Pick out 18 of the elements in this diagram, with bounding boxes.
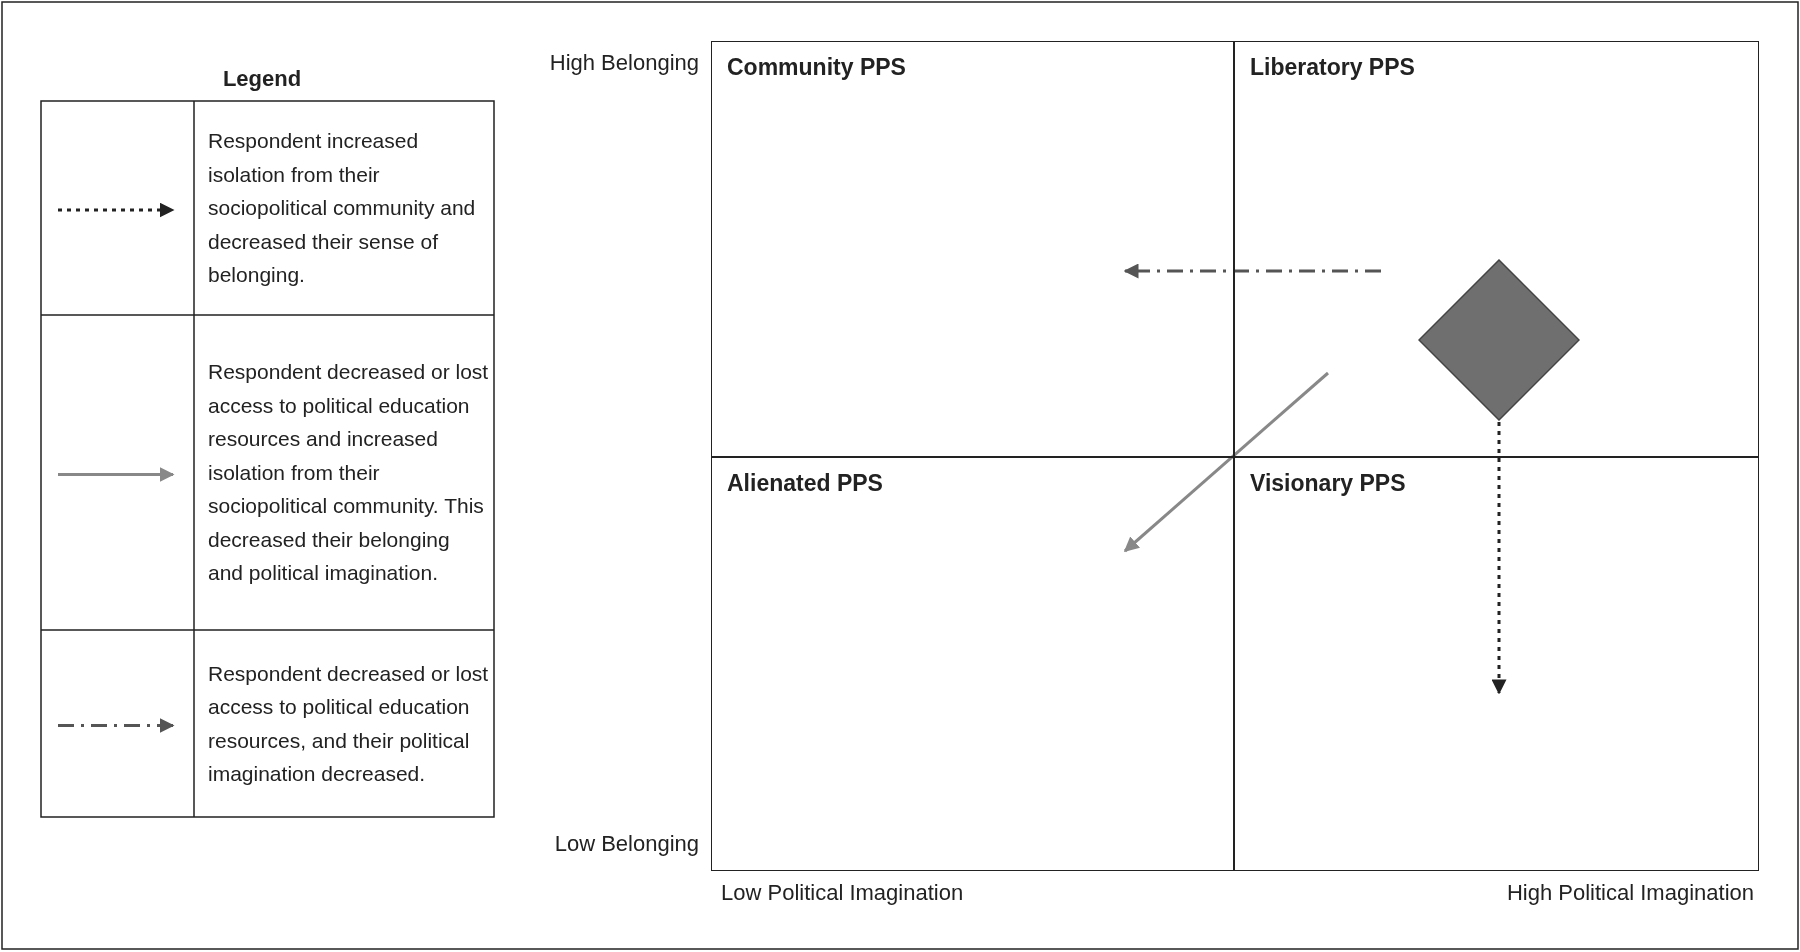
quadrant-panel bbox=[1234, 457, 1759, 871]
arrow bbox=[1491, 422, 1507, 695]
axis-label: Low Belonging bbox=[554, 831, 699, 857]
legend-text: Respondent decreased or lost access to political education resources and increased isolation from their sociopolitical community. This decreased their belonging and political imagination. bbox=[208, 359, 490, 587]
axis-label: High Political Imagination bbox=[1506, 880, 1754, 906]
axis-label: High Belonging bbox=[549, 50, 699, 76]
quadrant-title: Visionary PPS bbox=[1250, 470, 1406, 497]
quadrant-panel bbox=[711, 457, 1234, 871]
legend-text: Respondent increased isolation from their sociopolitical community and decreased their sense of belonging. bbox=[208, 128, 477, 289]
legend-title: Legend bbox=[222, 66, 302, 92]
diamond-marker bbox=[1418, 259, 1580, 421]
quadrant-title: Liberatory PPS bbox=[1250, 54, 1415, 81]
axis-label: Low Political Imagination bbox=[721, 880, 964, 906]
quadrant-panel bbox=[1234, 41, 1759, 457]
quadrant-panel bbox=[711, 41, 1234, 457]
quadrant-title: Community PPS bbox=[727, 54, 906, 81]
quadrant-title: Alienated PPS bbox=[727, 470, 883, 497]
legend-text: Respondent decreased or lost access to political education resources, and their political imagination decreased. bbox=[208, 660, 490, 787]
